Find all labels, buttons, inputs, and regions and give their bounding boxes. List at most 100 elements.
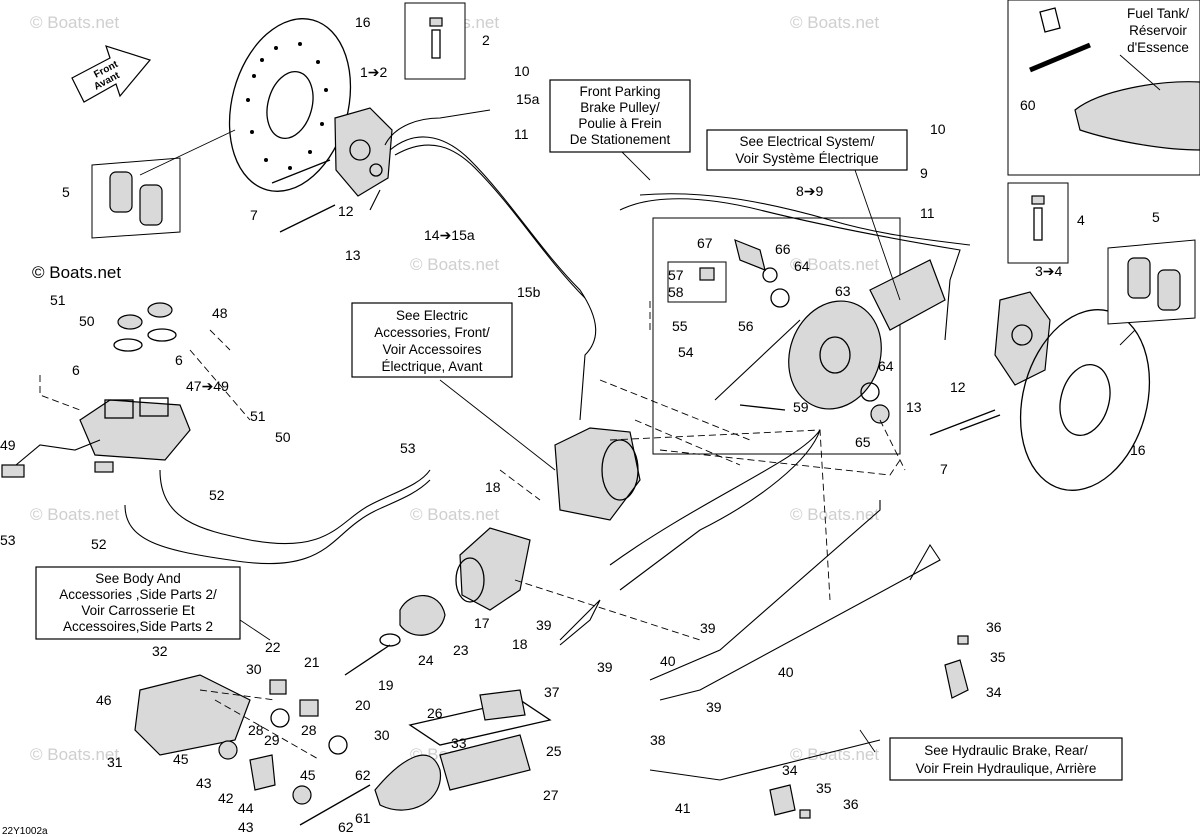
callout-number: 38 (650, 732, 666, 748)
callout-number: 47➔49 (186, 378, 229, 394)
line-clip-upper (944, 635, 969, 699)
watermark: © Boats.net (30, 505, 119, 524)
watermark: © Boats.net (790, 745, 879, 764)
callout-number: 20 (355, 697, 371, 713)
watermark: © Boats.net (790, 255, 879, 274)
callout-number: 35 (990, 649, 1006, 665)
callout-number: 21 (304, 654, 320, 670)
callout-number: 39 (700, 620, 716, 636)
callout-number: 40 (778, 664, 794, 680)
watermark: © Boats.net (410, 505, 499, 524)
callout-number: 24 (418, 652, 434, 668)
callout-number: 19 (378, 677, 394, 693)
svg-text:Voir Accessoires: Voir Accessoires (382, 342, 481, 357)
callout-number: 34 (782, 762, 798, 778)
callout-number: 26 (427, 705, 443, 721)
callout-number: 17 (474, 615, 490, 631)
callout-number: 64 (794, 258, 810, 274)
callout-number: 27 (543, 787, 559, 803)
callout-number: 66 (775, 241, 791, 257)
callout-number: 42 (218, 790, 234, 806)
svg-text:Voir Système Électrique: Voir Système Électrique (735, 151, 878, 166)
callout-number: 61 (355, 810, 371, 826)
fuel-tank-panel (1007, 0, 1200, 176)
callout-number: 46 (96, 692, 112, 708)
callout-number: 5 (1152, 209, 1160, 225)
watermark: © Boats.net (30, 745, 119, 764)
callout-number: 11 (514, 126, 529, 142)
callout-number: 28 (301, 722, 317, 738)
callout-number: 14➔15a (424, 227, 475, 243)
callout-number: 62 (338, 819, 354, 835)
svg-text:Voir Frein Hydraulique, Arrièr: Voir Frein Hydraulique, Arrière (916, 761, 1097, 776)
callout-number: 48 (212, 305, 228, 321)
callout-number: 65 (855, 434, 871, 450)
callout-number: 18 (512, 636, 528, 652)
callout-number: 41 (675, 800, 691, 816)
svg-text:See Body And: See Body And (95, 571, 181, 586)
callout-number: 59 (793, 399, 809, 415)
note-electric-accessories: See Electric Accessories, Front/ Voir Ac… (351, 302, 513, 378)
callout-number: 62 (355, 767, 371, 783)
brake-pedal-linkage (134, 674, 552, 826)
callout-number: 60 (1020, 97, 1036, 113)
note-body-accessories: See Body And Accessories ,Side Parts 2/ … (35, 566, 241, 640)
callout-number: 51 (250, 408, 266, 424)
callout-number: 8➔9 (796, 183, 824, 199)
callout-number: 30 (374, 727, 390, 743)
right-brake-pads (1107, 239, 1196, 325)
callout-number: 50 (275, 429, 291, 445)
callout-number: 37 (544, 684, 560, 700)
watermark: © Boats.net (790, 505, 879, 524)
note-electrical-system: See Electrical System/ Voir Système Élec… (706, 129, 908, 171)
note-fuel-tank: Fuel Tank/ Réservoir d'Essence (1127, 6, 1189, 55)
svg-text:De Stationement: De Stationement (570, 132, 671, 147)
left-brake-caliper (271, 107, 393, 233)
callout-number: 10 (514, 63, 530, 79)
abs-module (554, 427, 641, 521)
callout-number: 63 (835, 283, 851, 299)
callout-number: 9 (920, 165, 928, 181)
callout-number: 36 (843, 796, 859, 812)
callout-number: 1➔2 (360, 64, 388, 80)
callout-number: 7 (940, 461, 948, 477)
callout-number: 40 (660, 653, 676, 669)
callout-number: 12 (950, 379, 966, 395)
callout-number: 52 (91, 536, 107, 552)
callout-number: 2 (482, 32, 490, 48)
svg-text:Accessoires,Side Parts 2: Accessoires,Side Parts 2 (63, 619, 213, 634)
drawing-code: 22Y1002a (2, 826, 48, 837)
svg-text:Fuel Tank/: Fuel Tank/ (1127, 6, 1189, 21)
watermark: © Boats.net (30, 13, 119, 32)
callout-number: 25 (546, 743, 562, 759)
callout-number: 45 (300, 767, 316, 783)
callout-number: 15a (516, 91, 540, 107)
callout-number: 39 (536, 617, 552, 633)
callout-number: 56 (738, 318, 754, 334)
callout-number: 13 (345, 247, 361, 263)
svg-text:d'Essence: d'Essence (1127, 40, 1189, 55)
callout-number: 32 (152, 643, 168, 659)
callout-number: 6 (72, 362, 80, 378)
brake-pedal-bracket (344, 527, 531, 676)
callout-number: 5 (62, 184, 70, 200)
svg-text:Électrique, Avant: Électrique, Avant (381, 359, 482, 374)
callout-number: 39 (597, 659, 613, 675)
svg-text:Poulie à Frein: Poulie à Frein (578, 116, 661, 131)
callout-number: 10 (930, 121, 946, 137)
callout-number: 43 (238, 819, 254, 835)
callout-number: 45 (173, 751, 189, 767)
callout-number: 34 (986, 684, 1002, 700)
svg-text:Accessories ,Side Parts 2/: Accessories ,Side Parts 2/ (59, 587, 217, 602)
svg-text:Réservoir: Réservoir (1129, 23, 1187, 38)
callout-number: 28 (248, 722, 264, 738)
bleeder-screw-box (404, 2, 466, 80)
callout-number: 54 (678, 344, 694, 360)
line-clip-lower (769, 784, 811, 819)
callout-number: 7 (250, 207, 258, 223)
callout-number: 36 (986, 619, 1002, 635)
callout-number: 30 (246, 661, 262, 677)
svg-text:See Electrical System/: See Electrical System/ (739, 134, 874, 149)
